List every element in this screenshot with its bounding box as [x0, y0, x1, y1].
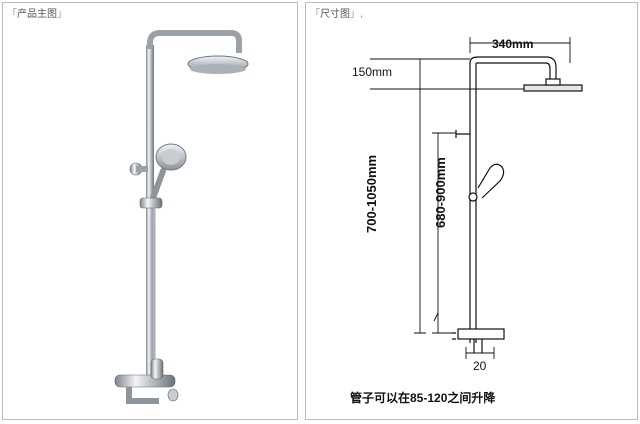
tub-spout: [126, 387, 159, 404]
shower-set-illustration: [114, 30, 249, 404]
dimension-drawing-label: 「尺寸图」,: [310, 9, 364, 20]
top-arm: [147, 30, 242, 53]
dim-top-width: 340mm: [492, 37, 534, 51]
product-photo-label: 「产品主图」: [7, 9, 67, 20]
mixer-outline: [457, 328, 505, 340]
dim-bottom-spacing: 20: [473, 359, 487, 373]
dimension-drawing-panel: 「尺寸图」,: [305, 2, 638, 420]
hand-shower-outline: [477, 163, 505, 199]
dimension-caption: 管子可以在85-120之间升降: [350, 391, 496, 405]
riser-outline: [469, 63, 477, 343]
hand-shower-handle: [150, 168, 166, 201]
dim-total-height: 700-1050mm: [364, 154, 379, 233]
dimension-drawing: [370, 37, 583, 359]
mixer-body: [114, 374, 176, 388]
dim-holder-height: 680-900mm: [433, 157, 448, 228]
slide-holder: [139, 197, 163, 209]
riser-pipe: [146, 45, 154, 385]
rain-head-outline: [523, 84, 583, 92]
dim-head-offset: 150mm: [352, 65, 393, 79]
product-photo-panel: 「产品主图」: [2, 2, 298, 420]
top-arm-outline: [469, 56, 557, 85]
